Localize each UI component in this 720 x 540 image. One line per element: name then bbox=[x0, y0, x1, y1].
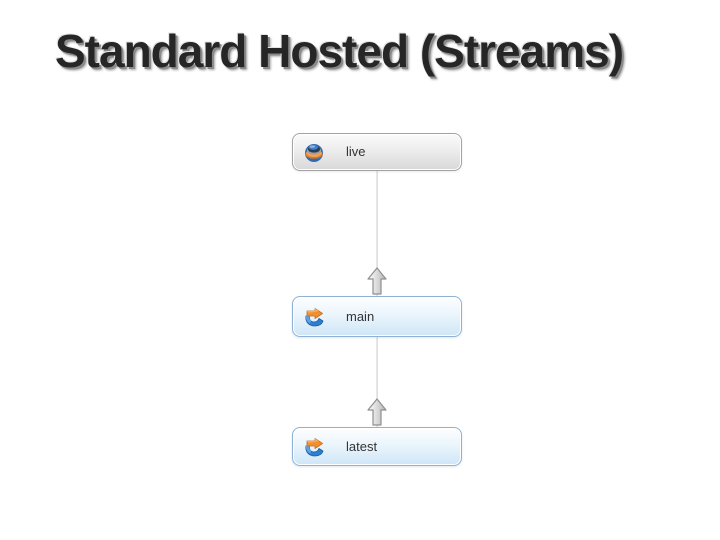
connector-line-live-main bbox=[376, 171, 378, 296]
connector-line-main-latest bbox=[376, 337, 378, 427]
stream-node-label: main bbox=[346, 308, 375, 324]
stream-branch-icon bbox=[305, 307, 324, 326]
stream-node-latest: latest bbox=[292, 427, 462, 466]
stream-node-main: main bbox=[292, 296, 462, 337]
globe-sphere-icon bbox=[305, 144, 323, 162]
stream-node-label: latest bbox=[346, 438, 378, 454]
stream-branch-icon bbox=[305, 437, 324, 456]
slide-title: Standard Hosted (Streams) bbox=[55, 25, 624, 77]
up-arrow-icon bbox=[367, 398, 387, 426]
stream-node-live: live bbox=[292, 133, 462, 171]
stream-node-label: live bbox=[346, 144, 366, 159]
up-arrow-icon bbox=[367, 267, 387, 295]
